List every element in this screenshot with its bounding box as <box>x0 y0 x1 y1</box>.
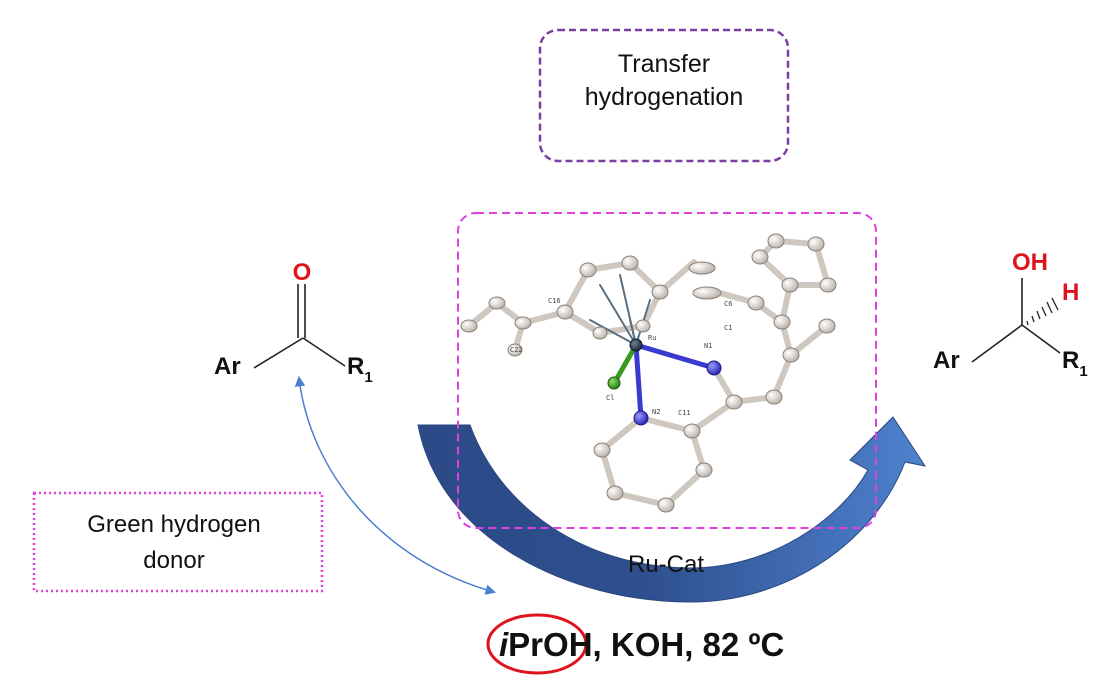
atom-label-cl: Cl <box>606 394 614 402</box>
hashed-wedge-bond <box>1026 297 1059 326</box>
product-ar-label: Ar <box>933 347 960 374</box>
nitrogen-atom-n1 <box>706 360 722 376</box>
green-label-line2: donor <box>143 547 204 574</box>
transfer-label-line1: Transfer <box>618 50 710 78</box>
product-bond-left <box>971 324 1023 363</box>
ru-catalyst-structure: Ru N1 N2 Cl C1 C6 C11 C16 C22 <box>460 233 837 513</box>
chlorine-atom <box>607 376 621 390</box>
atom-label-c16: C16 <box>548 297 561 305</box>
ruthenium-atom <box>629 338 643 352</box>
reactant-ketone: O Ar R1 <box>214 259 373 386</box>
product-alcohol: OH H Ar R1 <box>933 249 1088 380</box>
atom-label-c6: C6 <box>724 300 732 308</box>
green-label-line1: Green hydrogen <box>87 511 260 538</box>
atom-label-n1: N1 <box>704 342 712 350</box>
atom-label-ru: Ru <box>648 334 656 342</box>
reactant-bond-right <box>302 337 346 367</box>
nitrogen-atom-n2 <box>633 410 649 426</box>
atom-label-n2: N2 <box>652 408 660 416</box>
transfer-label-line2: hydrogenation <box>585 83 743 111</box>
ru-ligand-bonds <box>589 274 717 421</box>
product-bond-right <box>1021 324 1061 354</box>
solvent-highlight-ellipse <box>486 613 588 675</box>
green-hydrogen-donor-box: Green hydrogen donor <box>32 491 324 593</box>
product-h-label: H <box>1062 279 1079 306</box>
atom-label-c11: C11 <box>678 409 691 417</box>
product-oh-label: OH <box>1012 249 1048 276</box>
carbon-atoms <box>460 233 837 513</box>
reactant-r-label: R1 <box>347 353 373 386</box>
curved-reaction-arrow <box>417 416 927 603</box>
product-r-label: R1 <box>1062 347 1088 380</box>
atom-label-c1: C1 <box>724 324 732 332</box>
ru-cat-label: Ru-Cat <box>628 551 704 578</box>
donor-double-arrow <box>294 375 497 595</box>
atom-label-c22: C22 <box>510 346 523 354</box>
catalyst-box <box>457 212 877 529</box>
reactant-ar-label: Ar <box>214 353 241 380</box>
transfer-hydrogenation-box: Transfer hydrogenation <box>538 28 790 163</box>
reactant-bond-left <box>253 337 304 369</box>
catalyst-bonds <box>466 238 831 508</box>
reaction-conditions: iPrOH, KOH, 82 ºC <box>499 626 784 663</box>
reactant-oxygen-label: O <box>293 259 312 286</box>
